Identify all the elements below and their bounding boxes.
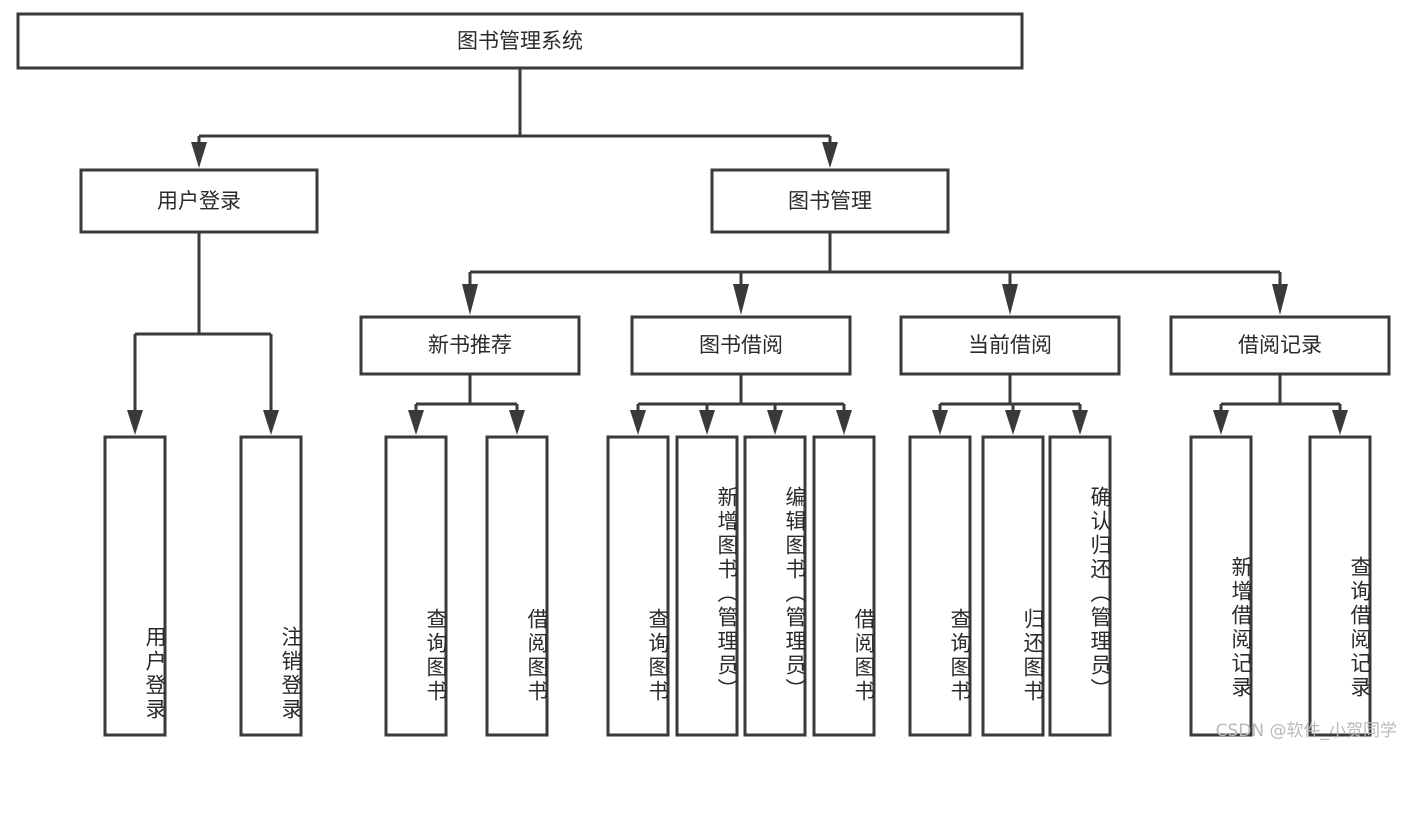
label-current-borrow: 当前借阅 <box>968 333 1052 357</box>
leaf-box[interactable] <box>239 435 303 737</box>
arrowhead-borrow-record <box>1272 284 1288 315</box>
node-book-management[interactable] <box>710 168 950 234</box>
arrowhead-newbook-rec <box>462 284 478 315</box>
leaf-box[interactable] <box>981 435 1045 737</box>
leaf-box[interactable] <box>908 435 972 737</box>
leaf-box[interactable] <box>1308 435 1372 737</box>
node-root-book-management-system[interactable] <box>16 12 1024 70</box>
label-book-management: 图书管理 <box>788 189 872 213</box>
label-new-book-recommend: 新书推荐 <box>428 333 512 357</box>
connector-group <box>127 68 1348 435</box>
arrowhead-borrowrecord-leaf-1 <box>1213 410 1229 435</box>
label-root-book-management-system: 图书管理系统 <box>457 29 583 53</box>
leaf-box[interactable] <box>743 435 807 737</box>
arrowhead-leaf-logout-login <box>263 410 279 435</box>
arrowhead-bookmgmt <box>822 142 838 168</box>
arrowhead-current-borrow <box>1002 284 1018 315</box>
leaf-box[interactable] <box>485 435 549 737</box>
flowchart-diagram: 图书管理系统 用户登录 图书管理 新书推荐 图书借阅 当前借阅 借阅记录 用户登… <box>16 12 1397 741</box>
node-current-borrow[interactable] <box>899 315 1121 376</box>
label-book-borrow: 图书借阅 <box>699 333 783 357</box>
arrowhead-leaf-user-login <box>127 410 143 435</box>
node-new-book-recommend[interactable] <box>359 315 581 376</box>
leaf-box[interactable] <box>1048 435 1112 737</box>
arrowhead-newbook-leaf-1 <box>408 410 424 435</box>
node-box-group <box>16 12 1391 737</box>
arrowhead-currentborrow-leaf-2 <box>1005 410 1021 435</box>
arrowhead-bookborrow-leaf-1 <box>630 410 646 435</box>
arrowhead-bookborrow-leaf-3 <box>767 410 783 435</box>
node-borrow-record[interactable] <box>1169 315 1391 376</box>
leaf-box[interactable] <box>606 435 670 737</box>
arrowhead-currentborrow-leaf-3 <box>1072 410 1088 435</box>
arrowhead-book-borrow <box>733 284 749 315</box>
label-user-login: 用户登录 <box>157 189 241 213</box>
leaf-box[interactable] <box>1189 435 1253 737</box>
arrowhead-borrowrecord-leaf-2 <box>1332 410 1348 435</box>
leaf-box[interactable] <box>675 435 739 737</box>
arrowhead-userlogin <box>191 142 207 168</box>
leaf-box[interactable] <box>103 435 167 737</box>
arrowhead-newbook-leaf-2 <box>509 410 525 435</box>
csdn-watermark: CSDN @软件_小贺同学 <box>1215 721 1397 741</box>
leaf-box[interactable] <box>384 435 448 737</box>
leaf-box[interactable] <box>812 435 876 737</box>
arrowhead-currentborrow-leaf-1 <box>932 410 948 435</box>
node-user-login[interactable] <box>79 168 319 234</box>
node-book-borrow[interactable] <box>630 315 852 376</box>
node-label-group: 图书管理系统 用户登录 图书管理 新书推荐 图书借阅 当前借阅 借阅记录 <box>157 29 1322 357</box>
diagram-canvas: 图书管理系统 用户登录 图书管理 新书推荐 图书借阅 当前借阅 借阅记录 <box>16 12 1391 737</box>
arrowhead-bookborrow-leaf-2 <box>699 410 715 435</box>
label-borrow-record: 借阅记录 <box>1238 333 1322 357</box>
arrowhead-bookborrow-leaf-4 <box>836 410 852 435</box>
